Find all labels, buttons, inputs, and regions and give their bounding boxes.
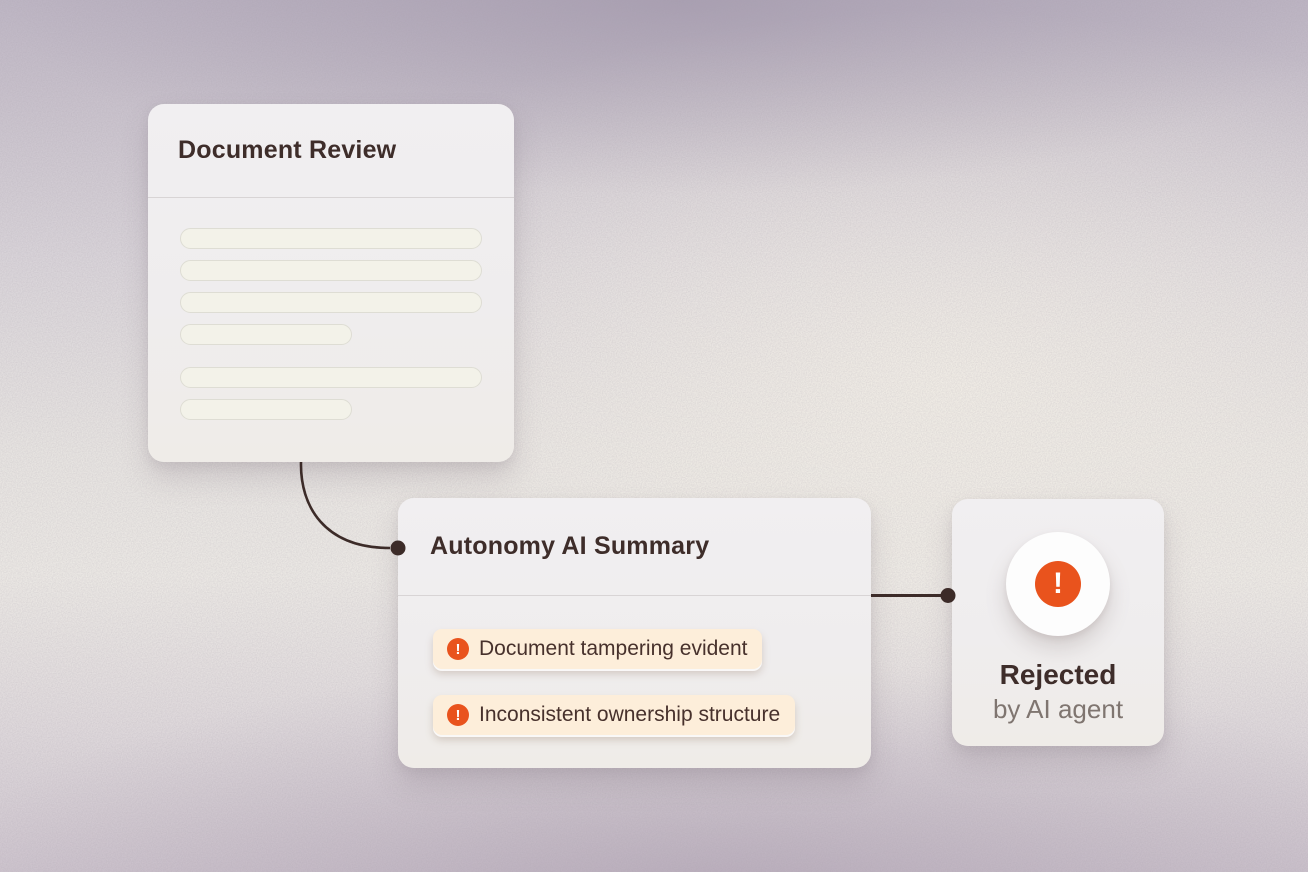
decision-card: ! Rejected by AI agent [952,499,1164,746]
document-review-body [148,198,514,420]
skeleton-line [180,292,482,313]
finding-label: Document tampering evident [479,637,748,660]
skeleton-line [180,260,482,281]
finding-badge: ! Inconsistent ownership structure [433,695,796,735]
decision-status: Rejected [999,659,1117,690]
skeleton-line [180,324,353,345]
ai-summary-title: Autonomy AI Summary [430,532,710,560]
document-review-title: Document Review [178,136,397,164]
finding-label: Inconsistent ownership structure [479,703,781,726]
skeleton-line [180,367,482,388]
decision-agent: by AI agent [992,693,1124,724]
alert-icon: ! [1035,561,1081,607]
finding-badge: ! Document tampering evident [433,629,763,669]
alert-icon: ! [447,638,469,660]
document-review-card: Document Review [148,104,514,462]
connector-doc-to-summary [299,461,391,550]
decision-icon-circle: ! [1006,532,1110,636]
skeleton-line [180,399,353,420]
ai-summary-body: ! Document tampering evident ! Inconsist… [398,596,871,735]
ai-summary-header: Autonomy AI Summary [398,498,871,595]
skeleton-line [180,228,482,249]
document-review-header: Document Review [148,104,514,197]
ai-summary-card: Autonomy AI Summary ! Document tampering… [398,498,871,768]
alert-icon: ! [447,704,469,726]
